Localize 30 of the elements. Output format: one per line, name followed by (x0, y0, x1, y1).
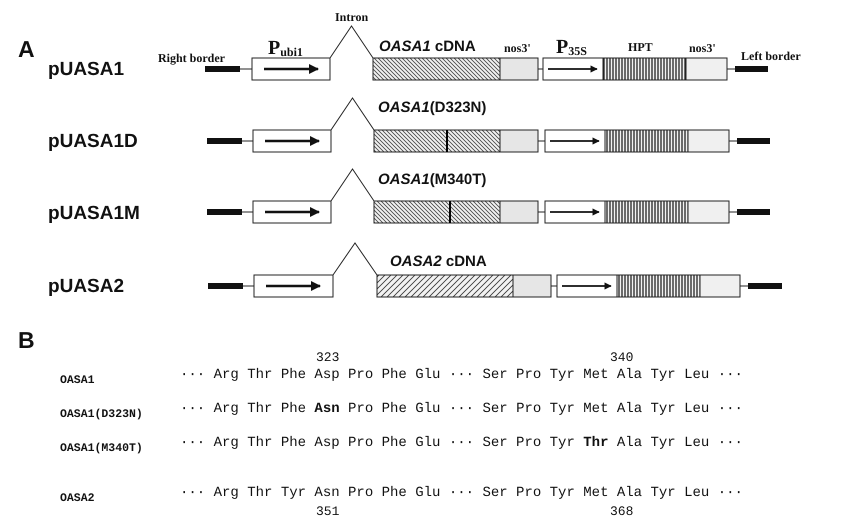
panel-letter: A (18, 36, 35, 63)
gene-label: OASA2 cDNA (390, 253, 487, 270)
terminator-label: nos3' (689, 41, 716, 56)
border-label: Left border (741, 49, 801, 64)
gene-label: OASA1 cDNA (379, 38, 476, 55)
amino-acid-sequence: ··· Arg Thr Tyr Asn Pro Phe Glu ··· Ser Pro Tyr Met Ala Tyr Leu ··· (180, 485, 743, 501)
panel-letter: B (18, 327, 35, 354)
residue-number: 323 (316, 350, 340, 365)
residue-number: 368 (610, 504, 634, 519)
amino-acid-sequence: ··· Arg Thr Phe Asp Pro Phe Glu ··· Ser Pro Tyr Thr Ala Tyr Leu ··· (180, 435, 743, 451)
promoter-label: P$_{35S}$ (556, 36, 587, 59)
gene-label: HPT (628, 40, 653, 55)
construct-name: pUASA2 (48, 276, 124, 298)
gene-label: OASA1(M340T) (378, 171, 486, 188)
terminator-label: nos3' (504, 41, 531, 56)
protein-name: OASA1(M340T) (60, 442, 143, 455)
residue-number: 351 (316, 504, 340, 519)
border-label: Right border (158, 51, 225, 66)
protein-name: OASA2 (60, 492, 95, 505)
promoter-label: P$_{ubi1}$ (268, 37, 303, 60)
gene-label: OASA1(D323N) (378, 99, 486, 116)
construct-name: pUASA1 (48, 59, 124, 81)
amino-acid-sequence: ··· Arg Thr Phe Asp Pro Phe Glu ··· Ser Pro Tyr Met Ala Tyr Leu ··· (180, 367, 743, 383)
construct-name: pUASA1M (48, 203, 140, 225)
amino-acid-sequence: ··· Arg Thr Phe Asn Pro Phe Glu ··· Ser Pro Tyr Met Ala Tyr Leu ··· (180, 401, 743, 417)
protein-name: OASA1 (60, 374, 95, 387)
construct-name: pUASA1D (48, 131, 138, 153)
intron-label: Intron (335, 10, 368, 25)
protein-name: OASA1(D323N) (60, 408, 143, 421)
residue-number: 340 (610, 350, 634, 365)
